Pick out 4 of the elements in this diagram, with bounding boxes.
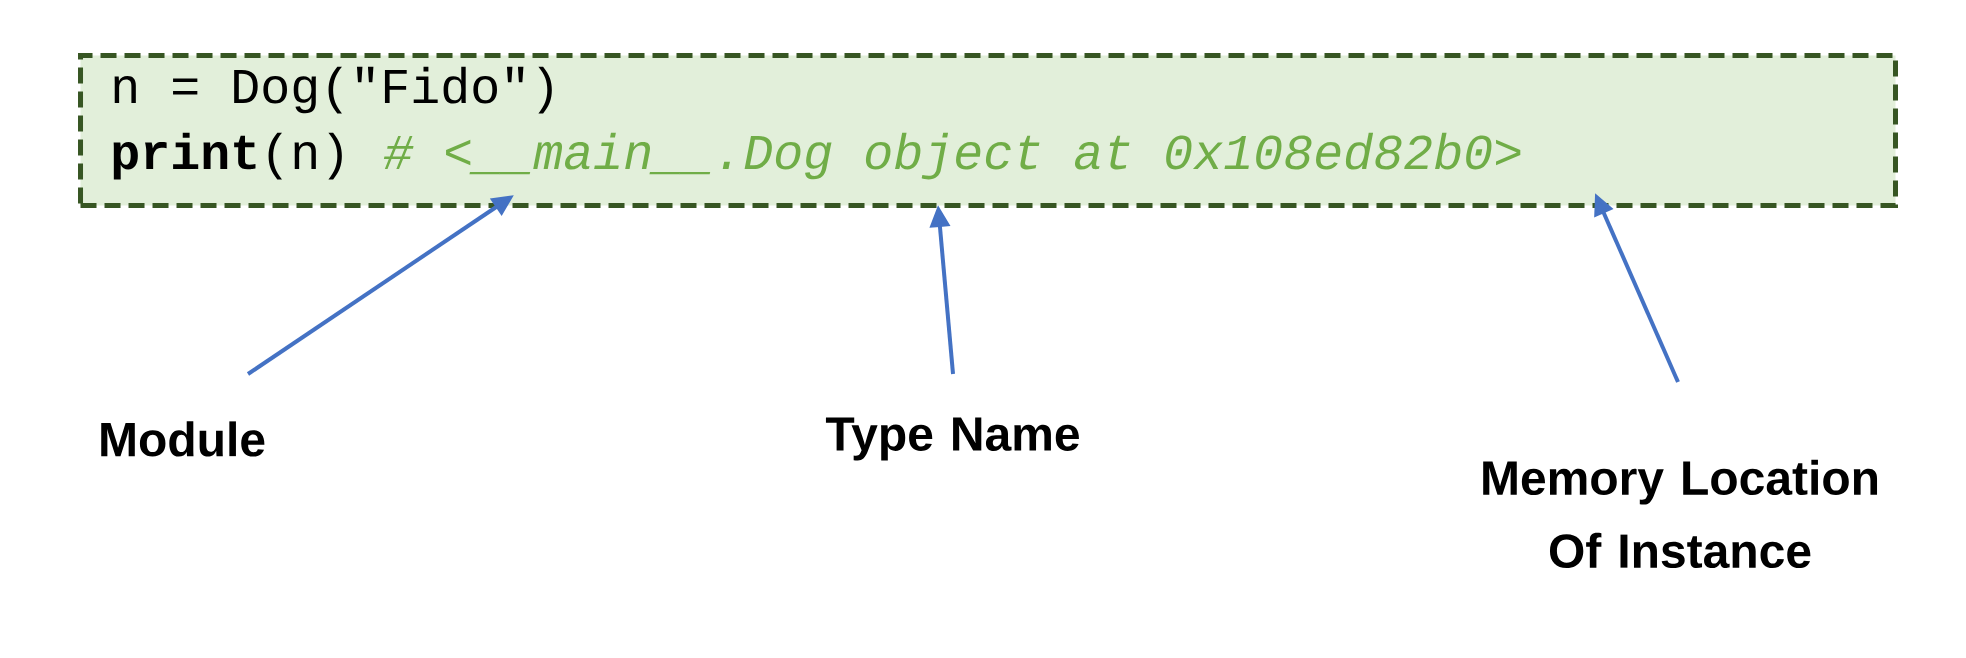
label-text: Type Name xyxy=(825,417,1079,461)
code-box: n = Dog("Fido") print(n) # <__main__.Dog object at 0x108ed82b0> xyxy=(78,53,1898,208)
label-text: Memory Location Of Instance xyxy=(1483,459,1878,569)
label-text: Module xyxy=(101,421,265,457)
